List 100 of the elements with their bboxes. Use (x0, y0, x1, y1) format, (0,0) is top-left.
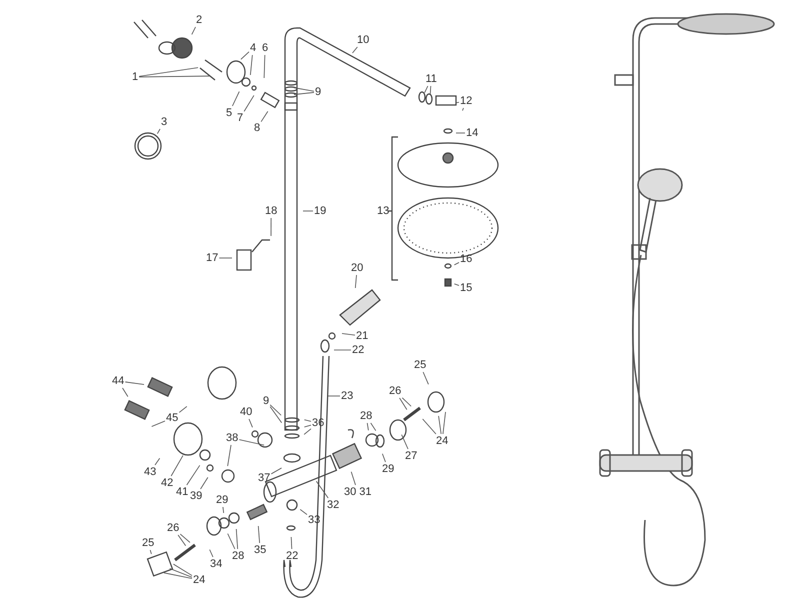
leader-line (401, 434, 408, 450)
callout-number: 20 (351, 262, 364, 274)
callout-number: 22 (352, 344, 364, 356)
leader-line (270, 406, 282, 424)
leader-line (402, 397, 412, 407)
leader-line (300, 509, 308, 515)
leader-line (270, 218, 272, 236)
callout-number: 23 (341, 390, 354, 402)
callout-number: 22 (286, 550, 298, 562)
callout-number: 42 (161, 477, 174, 489)
leader-line (264, 54, 266, 78)
callout-number: 27 (405, 450, 418, 462)
leader-line (294, 92, 314, 95)
leader-line (290, 536, 292, 550)
leader-line (178, 406, 188, 413)
leader-line (304, 419, 312, 422)
callout-number: 45 (166, 412, 178, 424)
leader-line (430, 86, 432, 94)
leader-line (200, 476, 208, 490)
leader-line (352, 46, 358, 54)
leader-line (382, 453, 386, 462)
callout-number: 29 (382, 463, 394, 475)
leader-line (124, 382, 144, 385)
leader-line (240, 51, 250, 60)
leader-line (227, 533, 236, 550)
leader-line (156, 128, 160, 134)
leader-line (138, 76, 210, 78)
leader-line (232, 91, 240, 106)
leader-line (138, 67, 198, 77)
callout-number: 40 (240, 406, 252, 418)
leader-line (122, 388, 128, 397)
leader-line (169, 568, 192, 578)
leader-line (366, 422, 369, 431)
callout-number: 24 (193, 574, 206, 586)
leader-line (370, 422, 376, 432)
callout-number: 6 (262, 42, 268, 54)
leader-line (151, 420, 166, 427)
callout-number: 28 (360, 410, 372, 422)
leader-line (424, 86, 428, 94)
callout-number: 43 (144, 466, 156, 478)
leader-line (456, 132, 466, 134)
callout-number: 10 (357, 34, 370, 46)
callout-number: 41 (176, 486, 188, 498)
leader-line (238, 439, 264, 446)
callout-number: 35 (254, 544, 266, 556)
leader-line (422, 372, 429, 385)
leader-line (209, 549, 214, 558)
leader-line (399, 398, 408, 410)
callout-number: 25 (414, 359, 426, 371)
callout-number: 1 (132, 71, 138, 83)
leader-line (270, 468, 282, 474)
leader-line (350, 471, 356, 486)
callout-number: 29 (216, 494, 228, 506)
leader-line (442, 412, 446, 434)
leader-line (173, 564, 192, 576)
callout-number: 15 (460, 282, 472, 294)
callout-number: 26 (389, 385, 402, 397)
leader-line (180, 534, 190, 543)
leader-line (454, 283, 460, 286)
callout-number: 25 (142, 537, 154, 549)
callout-number: 7 (237, 112, 244, 124)
callout-number: 12 (460, 95, 472, 107)
leader-line (154, 458, 160, 466)
callout-number: 13 (377, 205, 390, 217)
callout-number: 32 (327, 499, 340, 511)
leader-line (304, 424, 312, 428)
callout-number: 5 (226, 107, 232, 119)
leader-line (164, 572, 192, 579)
leader-line (270, 404, 282, 416)
leader-line (456, 102, 460, 104)
leader-line (250, 54, 253, 76)
leader-line (186, 464, 200, 486)
leader-line (227, 444, 232, 466)
callout-number: 9 (263, 395, 270, 407)
callout-number: 24 (436, 435, 448, 447)
leader-line (438, 416, 442, 434)
leader-line (422, 418, 436, 434)
leader-line (258, 526, 260, 544)
leader-line (191, 26, 196, 35)
callout-number: 3 (161, 116, 168, 128)
callout-number: 34 (210, 558, 222, 570)
leader-line (260, 110, 268, 122)
callout-number: 28 (232, 550, 244, 562)
leader-line (304, 428, 312, 435)
callout-number: 39 (190, 490, 202, 502)
callout-number: 9 (315, 86, 322, 98)
leader-line (302, 210, 314, 212)
leader-line (462, 108, 464, 112)
callout-number: 17 (206, 252, 218, 264)
callout-number: 21 (356, 330, 368, 342)
leader-line (294, 87, 314, 92)
callout-number: 18 (265, 205, 278, 217)
callout-number: 11 (426, 73, 437, 85)
leader-line (342, 333, 356, 336)
callout-number: 26 (167, 522, 180, 534)
leader-line (236, 528, 238, 550)
callout-number: 37 (258, 472, 270, 484)
leader-line (244, 95, 254, 112)
leader-line (222, 506, 224, 514)
leader-line (150, 550, 152, 554)
